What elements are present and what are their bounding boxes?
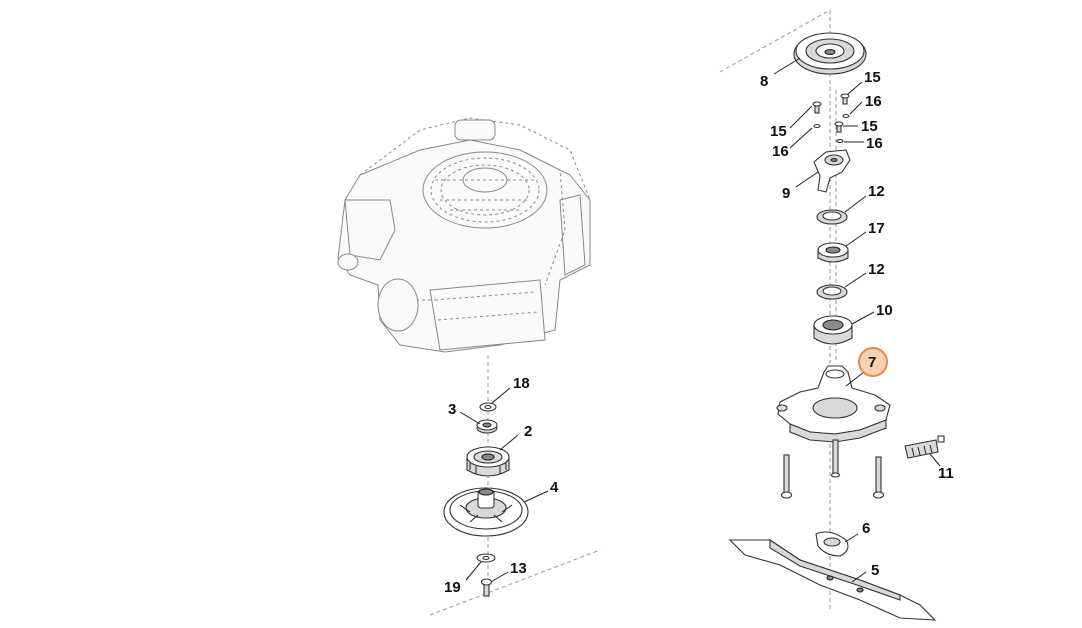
part-6-adapter [815, 531, 849, 557]
part-12-seal-top [816, 209, 848, 225]
part-10-collar [813, 315, 853, 345]
callout-10[interactable]: 10 [876, 302, 893, 319]
callout-16-b[interactable]: 16 [772, 143, 789, 160]
part-12-seal-bottom [816, 284, 848, 300]
callout-15-c[interactable]: 15 [861, 118, 878, 135]
callout-labels: 18 3 2 4 19 13 8 15 16 15 16 15 16 9 12 … [444, 69, 954, 596]
part-8-pulley [793, 32, 867, 75]
part-2-hub [466, 446, 510, 477]
callout-18[interactable]: 18 [513, 375, 530, 392]
callout-7[interactable]: 7 [868, 354, 876, 371]
callout-9[interactable]: 9 [782, 185, 790, 202]
callout-3[interactable]: 3 [448, 401, 456, 418]
leader-lines [459, 57, 941, 583]
part-15-screws [812, 93, 850, 133]
callout-15-a[interactable]: 15 [864, 69, 881, 86]
callout-11[interactable]: 11 [938, 465, 954, 482]
part-19-washer [476, 553, 496, 563]
part-9-bracket [813, 149, 851, 193]
part-16-washers [813, 113, 850, 144]
callout-12-b[interactable]: 12 [868, 261, 885, 278]
callout-6[interactable]: 6 [862, 520, 870, 537]
part-3-spacer [476, 419, 498, 434]
callout-17[interactable]: 17 [868, 220, 885, 237]
callout-13[interactable]: 13 [510, 560, 527, 577]
part-13-bolt [480, 578, 493, 597]
part-18-washer [479, 402, 497, 412]
selected-callout-highlight[interactable] [858, 347, 888, 377]
part-11-clip [904, 435, 945, 459]
callout-4[interactable]: 4 [550, 479, 559, 496]
engine-illustration [337, 117, 591, 353]
part-4-disc [443, 487, 529, 537]
part-17-bearing [817, 242, 849, 263]
callout-8[interactable]: 8 [760, 73, 768, 90]
callout-16-c[interactable]: 16 [866, 135, 883, 152]
callout-19[interactable]: 19 [444, 579, 461, 596]
callout-12-a[interactable]: 12 [868, 183, 885, 200]
callout-5[interactable]: 5 [871, 562, 879, 579]
part-5-blade [728, 538, 937, 621]
callout-15-b[interactable]: 15 [770, 123, 787, 140]
callout-2[interactable]: 2 [524, 423, 532, 440]
housing-bolts [780, 439, 885, 499]
callout-16-a[interactable]: 16 [865, 93, 882, 110]
part-7-housing [776, 365, 891, 443]
